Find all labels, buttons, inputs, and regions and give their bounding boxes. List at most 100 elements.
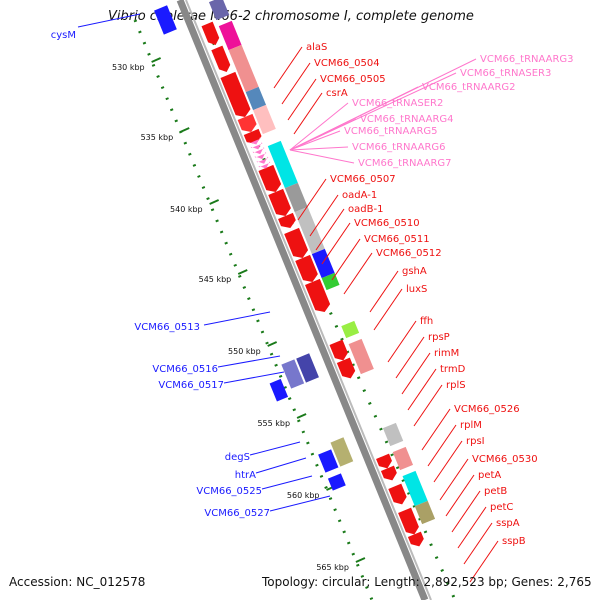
gene-forward [268, 188, 291, 216]
trna-feature [256, 156, 269, 164]
label-right-gene: trmD [440, 364, 466, 375]
feature-block [392, 446, 414, 471]
label-right-gene: rpsP [428, 332, 450, 343]
gene-forward [284, 227, 309, 258]
label-trna: VCM66_tRNAARG7 [358, 158, 452, 169]
feature-block [245, 86, 267, 111]
feature-block [382, 422, 404, 447]
backbone-edge [185, 0, 432, 600]
label-right-gene: alaS [306, 42, 327, 53]
leader-trna [289, 149, 355, 164]
feature-block [284, 182, 308, 213]
map-title: Vibrio cholerae M66-2 chromosome I, comp… [108, 9, 474, 24]
leader-right [407, 368, 437, 411]
leader-trna [289, 118, 357, 151]
label-right-gene: VCM66_0504 [314, 58, 380, 69]
trna-feature [252, 147, 265, 155]
label-right-gene: luxS [406, 284, 427, 295]
leader-left [249, 441, 301, 456]
leader-right [463, 522, 493, 565]
scale-tick [209, 199, 220, 205]
leader-right [387, 320, 417, 363]
gene-forward [211, 45, 231, 72]
label-right-gene: VCM66_0512 [376, 248, 442, 259]
label-right-gene: VCM66_0510 [354, 218, 420, 229]
label-right-gene: csrA [326, 88, 348, 99]
leader-right [401, 352, 431, 395]
leader-right [469, 540, 499, 583]
gene-reverse [327, 473, 346, 491]
label-trna: VCM66_tRNASER2 [352, 98, 443, 109]
gene-forward [243, 128, 262, 144]
accession-label: Accession: NC_012578 [9, 575, 146, 589]
label-right-gene: VCM66_0526 [454, 404, 520, 415]
label-left-gene: VCM66_0527 [204, 508, 270, 519]
label-right-gene: rpsI [466, 436, 485, 447]
feature-block [414, 500, 436, 525]
gene-forward [388, 483, 407, 505]
label-right-gene: sspB [502, 536, 526, 547]
label-right-gene: rplM [460, 420, 482, 431]
leader-right [309, 194, 339, 237]
gene-reverse [296, 353, 319, 383]
gene-reverse [154, 5, 177, 35]
gene-forward [201, 21, 220, 45]
leader-left [269, 495, 331, 512]
leader-right [439, 458, 469, 501]
label-right-gene: gshA [402, 266, 427, 277]
gene-forward [278, 212, 296, 228]
gene-forward [329, 339, 348, 361]
label-trna: VCM66_tRNAARG5 [344, 126, 438, 137]
feature-block [311, 248, 335, 279]
gene-forward [305, 278, 331, 312]
gene-forward [295, 254, 318, 282]
label-right-gene: sspA [496, 518, 520, 529]
scale-tick [355, 557, 366, 563]
scale-label: 550 kbp [228, 347, 261, 356]
scale-label: 555 kbp [257, 419, 290, 428]
gene-forward [220, 71, 251, 117]
scale-track [133, 19, 374, 600]
leader-right [315, 208, 345, 251]
scale-tick [179, 127, 190, 133]
label-right-gene: VCM66_0507 [330, 174, 396, 185]
scale-label: 560 kbp [287, 491, 320, 500]
label-right-gene: rplS [446, 380, 466, 391]
genome-summary: Topology: circular; Length: 2,892,523 bp… [262, 575, 592, 589]
leader-right [445, 474, 475, 517]
gene-forward [336, 357, 356, 379]
label-trna: VCM66_tRNAARG6 [352, 142, 446, 153]
leader-left [77, 13, 141, 28]
leader-right [369, 270, 399, 313]
leader-right [297, 178, 327, 221]
leader-right [413, 384, 443, 427]
leader-right [427, 424, 457, 467]
feature-block [218, 20, 242, 51]
leader-right [293, 92, 323, 135]
label-left-gene: htrA [235, 470, 256, 481]
feature-block [208, 0, 230, 21]
gene-forward [380, 465, 397, 481]
label-left-gene: cysM [51, 30, 76, 41]
feature-block [321, 272, 340, 291]
label-right-gene: rimM [434, 348, 459, 359]
leader-right [343, 252, 373, 295]
label-right-gene: oadB-1 [348, 204, 383, 215]
scale-label: 540 kbp [170, 205, 203, 214]
gene-forward [398, 507, 419, 535]
scale-tick [151, 57, 162, 63]
gene-forward [258, 164, 282, 192]
leader-left [203, 311, 271, 326]
trna-feature [248, 137, 261, 145]
gene-reverse [269, 378, 289, 402]
backbone [176, 0, 429, 600]
leader-right [395, 336, 425, 379]
label-right-gene: petA [478, 470, 501, 481]
feature-block [294, 206, 325, 255]
scale-tick [237, 269, 248, 275]
label-right-gene: petC [490, 502, 513, 513]
scale-tick [296, 413, 307, 419]
label-trna: VCM66_tRNAARG4 [360, 114, 454, 125]
